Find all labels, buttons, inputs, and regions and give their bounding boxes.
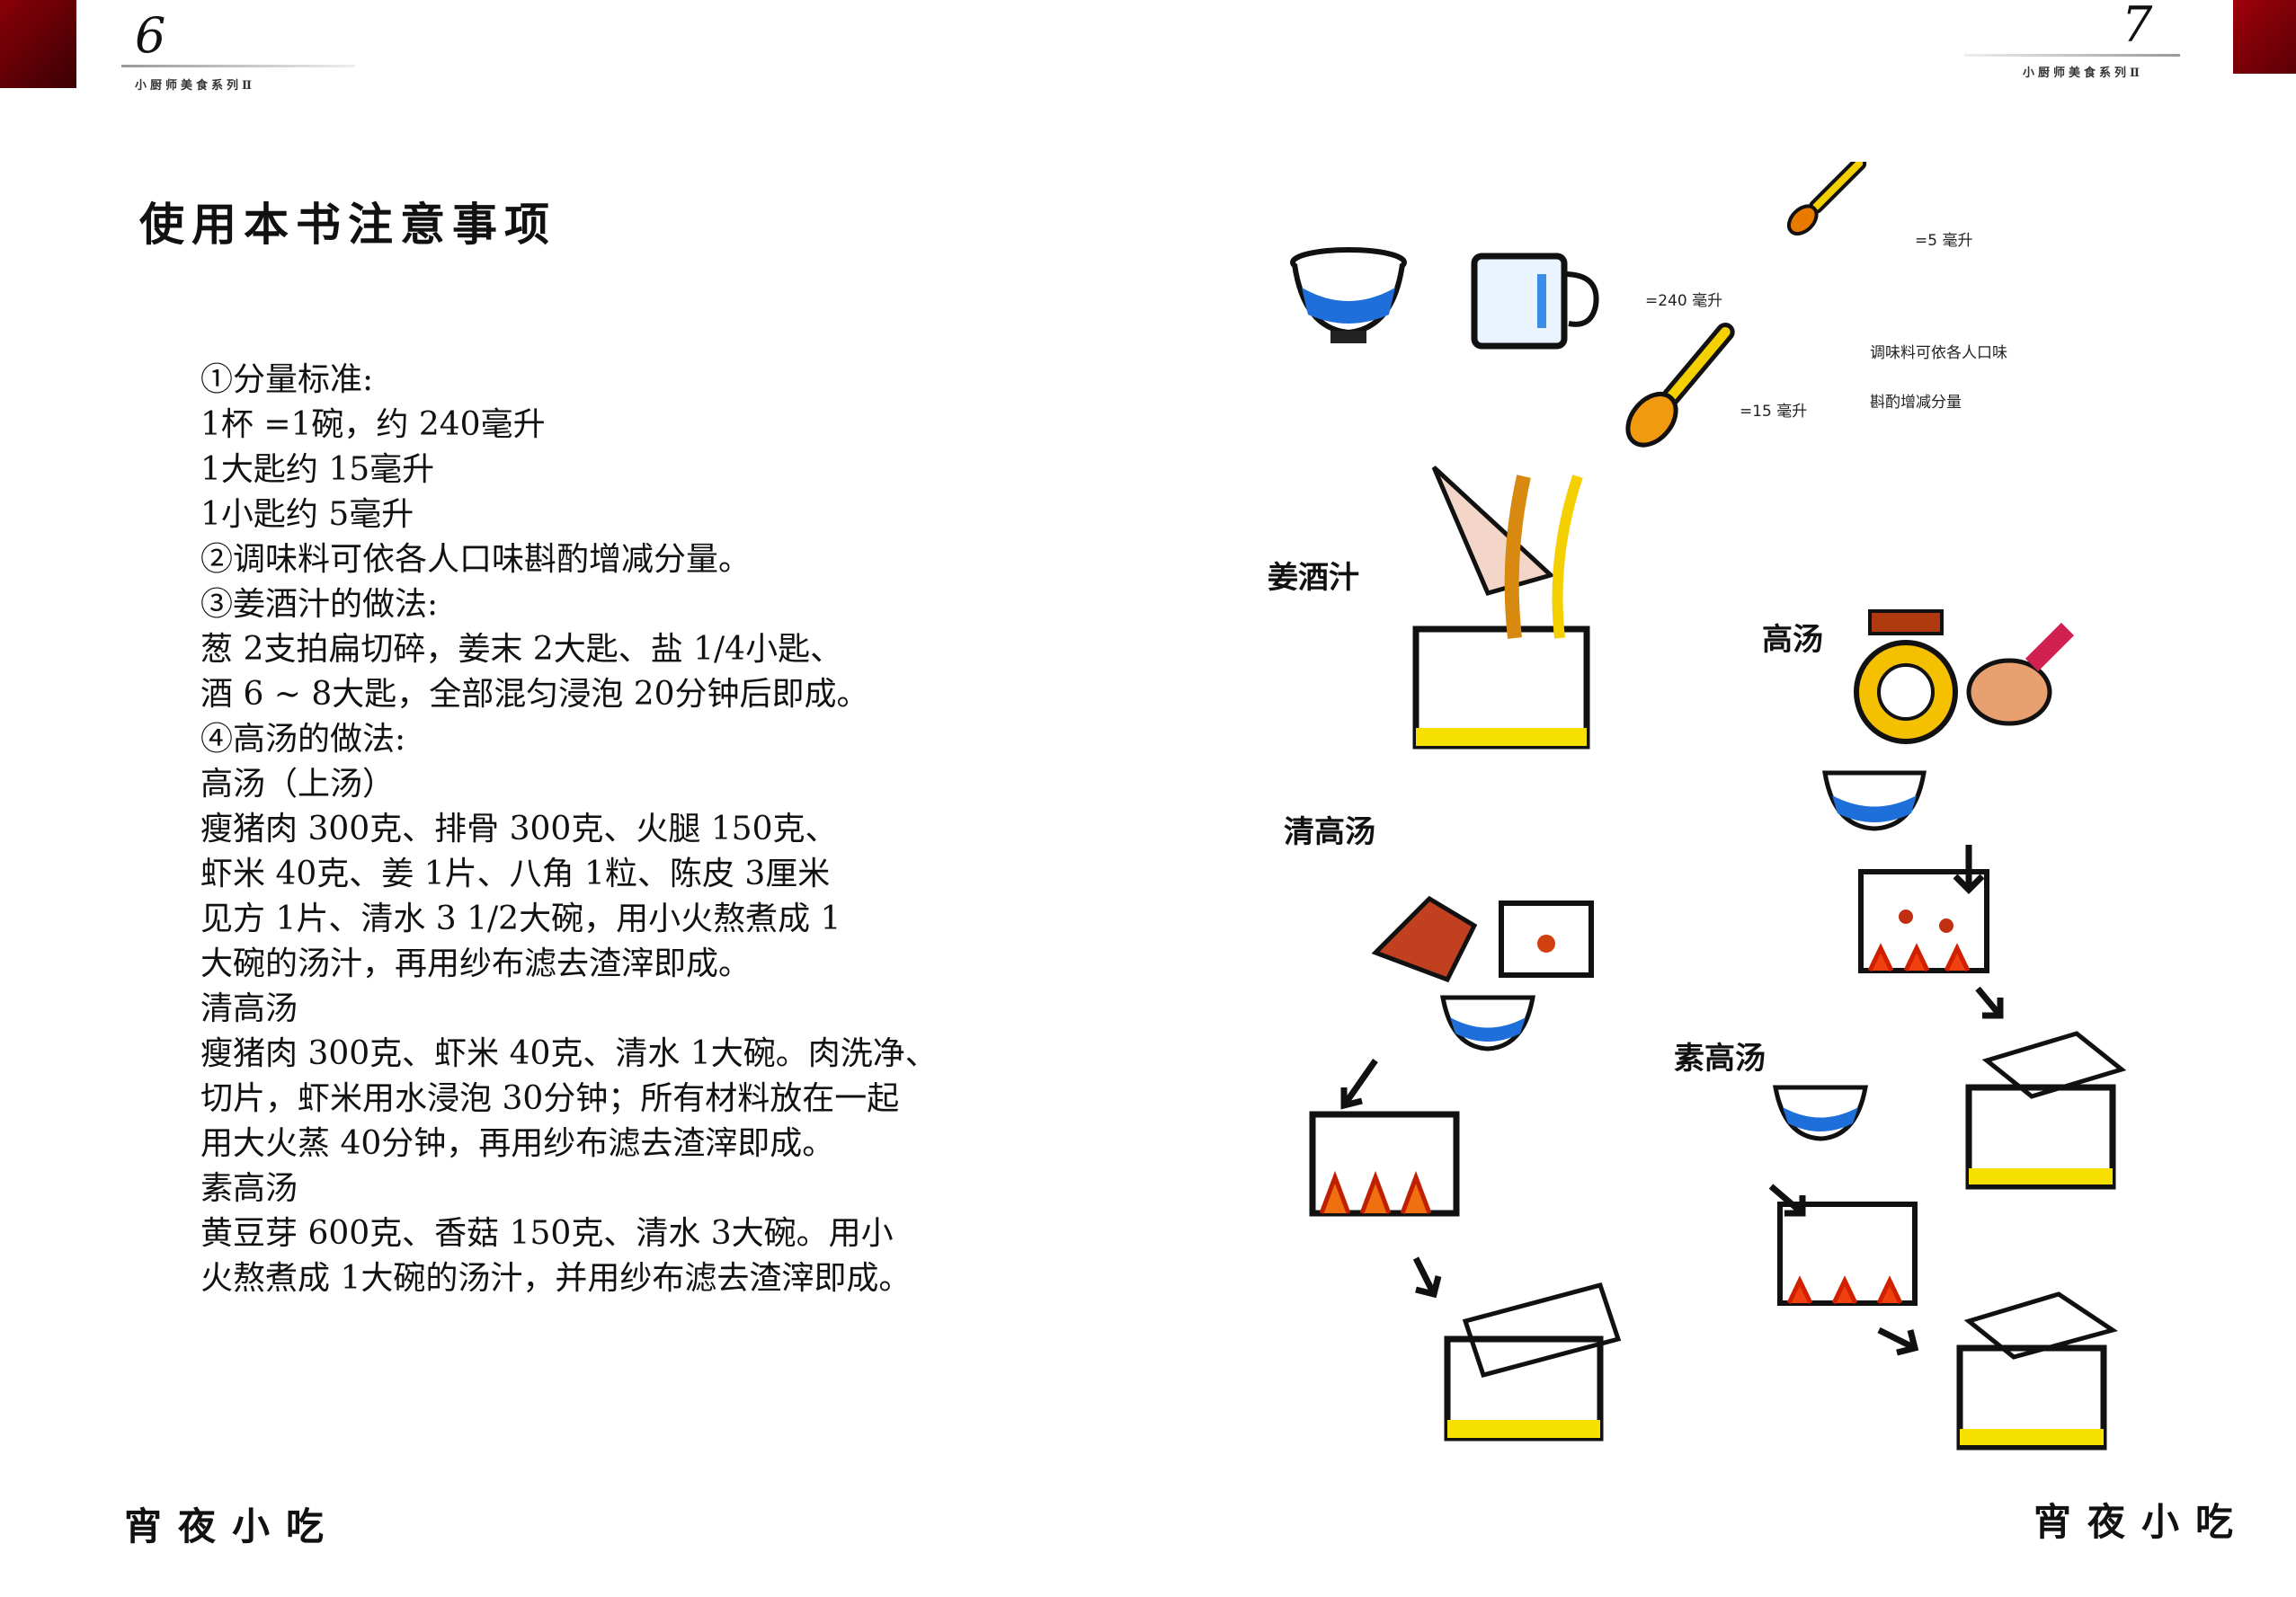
instruction-line: ①分量标准: — [200, 361, 374, 398]
instruction-line: 大碗的汤汁，再用纱布滤去渣滓即成。 — [200, 945, 752, 982]
recipe-illustration — [1290, 162, 2127, 1451]
instruction-line: 火熬煮成 1大碗的汤汁，并用纱布滤去渣滓即成。 — [200, 1260, 912, 1297]
steamed-meat-icon — [1371, 895, 1594, 983]
instructions-text: ①分量标准: 1杯 =1碗，约 240毫升 1大匙约 15毫升 1小匙约 5毫升 ②调味… — [200, 358, 938, 1301]
instruction-line: 1大匙约 15毫升 — [200, 451, 435, 488]
instruction-line: 用大火蒸 40分钟，再用纱布滤去渣滓即成。 — [200, 1125, 835, 1162]
bowl-icon — [1440, 995, 1535, 1051]
strainer-pot-icon — [1965, 1031, 2127, 1190]
note-seasoning-2: 斟酌增减分量 — [1870, 394, 1962, 412]
instruction-line: 1小匙约 5毫升 — [200, 496, 414, 533]
strainer-pot-icon — [1956, 1291, 2118, 1451]
ginger-wine-pot-icon — [1412, 466, 1590, 750]
instruction-line: ②调味料可依各人口味斟酌增减分量。 — [200, 541, 752, 578]
series-label-left: 小厨师美食系列Ⅱ — [135, 79, 255, 93]
corner-red-block — [0, 0, 76, 88]
instruction-line: 瘦猪肉 300克、虾米 40克、清水 1大碗。肉洗净、 — [200, 1035, 938, 1072]
note-big-spoon: =15 毫升 — [1740, 403, 1808, 421]
sprouts-pot-icon — [1777, 1202, 1918, 1306]
page-number-right: 7 — [2122, 0, 2153, 53]
series-label-right: 小厨师美食系列Ⅱ — [2023, 67, 2143, 80]
section-label-ginger-wine: 姜酒汁 — [1268, 560, 1359, 596]
section-label-clear-stock: 清高汤 — [1284, 814, 1375, 850]
note-small-spoon: =5 毫升 — [1915, 232, 1973, 250]
header-rule — [121, 65, 355, 67]
section-label-stock: 高汤 — [1762, 622, 1823, 658]
bowl-icon — [1822, 770, 1927, 831]
note-cup: =240 毫升 — [1645, 292, 1723, 310]
section-label-veg-stock: 素高汤 — [1674, 1041, 1766, 1077]
bowl-icon — [1773, 1085, 1868, 1141]
instruction-line: 酒 6 ~ 8大匙，全部混匀浸泡 20分钟后即成。 — [200, 676, 869, 713]
instruction-line: 清高汤 — [200, 990, 298, 1027]
big-spoon-icon — [1625, 323, 1735, 448]
scale-and-meat-icon — [1854, 609, 2075, 744]
corner-red-block-right — [2233, 0, 2296, 74]
instruction-line: 虾米 40克、姜 1片、八角 1粒、陈皮 3厘米 — [200, 856, 831, 892]
instruction-line: 黄豆芽 600克、香菇 150克、清水 3大碗。用小 — [200, 1215, 894, 1252]
steamer-pot-icon — [1309, 1111, 1460, 1217]
header-rule-right — [1964, 54, 2180, 57]
instruction-line: 高汤（上汤） — [200, 766, 396, 803]
page-number-left: 6 — [135, 7, 166, 64]
instruction-line: 1杯 =1碗，约 240毫升 — [200, 406, 546, 443]
page-title: 使用本书注意事项 — [139, 199, 556, 251]
footer-left: 宵夜小吃 — [124, 1504, 341, 1548]
instruction-line: 葱 2支拍扁切碎，姜末 2大匙、盐 1/4小匙、 — [200, 631, 843, 668]
cup-icon — [1471, 253, 1599, 350]
bowl-icon — [1290, 247, 1407, 343]
footer-right: 宵夜小吃 — [2033, 1500, 2250, 1544]
instruction-line: 见方 1片、清水 3 1/2大碗，用小火熬煮成 1 — [200, 901, 841, 937]
instruction-line: 瘦猪肉 300克、排骨 300克、火腿 150克、 — [200, 811, 838, 847]
instruction-line: ③姜酒汁的做法: — [200, 586, 439, 623]
small-spoon-icon — [1786, 162, 1867, 236]
instruction-line: ④高汤的做法: — [200, 721, 406, 758]
note-seasoning-1: 调味料可依各人口味 — [1870, 344, 2007, 362]
arrow-icon — [1340, 845, 2004, 1356]
instruction-line: 素高汤 — [200, 1170, 298, 1207]
instruction-line: 切片，虾米用水浸泡 30分钟；所有材料放在一起 — [200, 1080, 900, 1117]
strainer-pot-icon — [1444, 1282, 1622, 1442]
